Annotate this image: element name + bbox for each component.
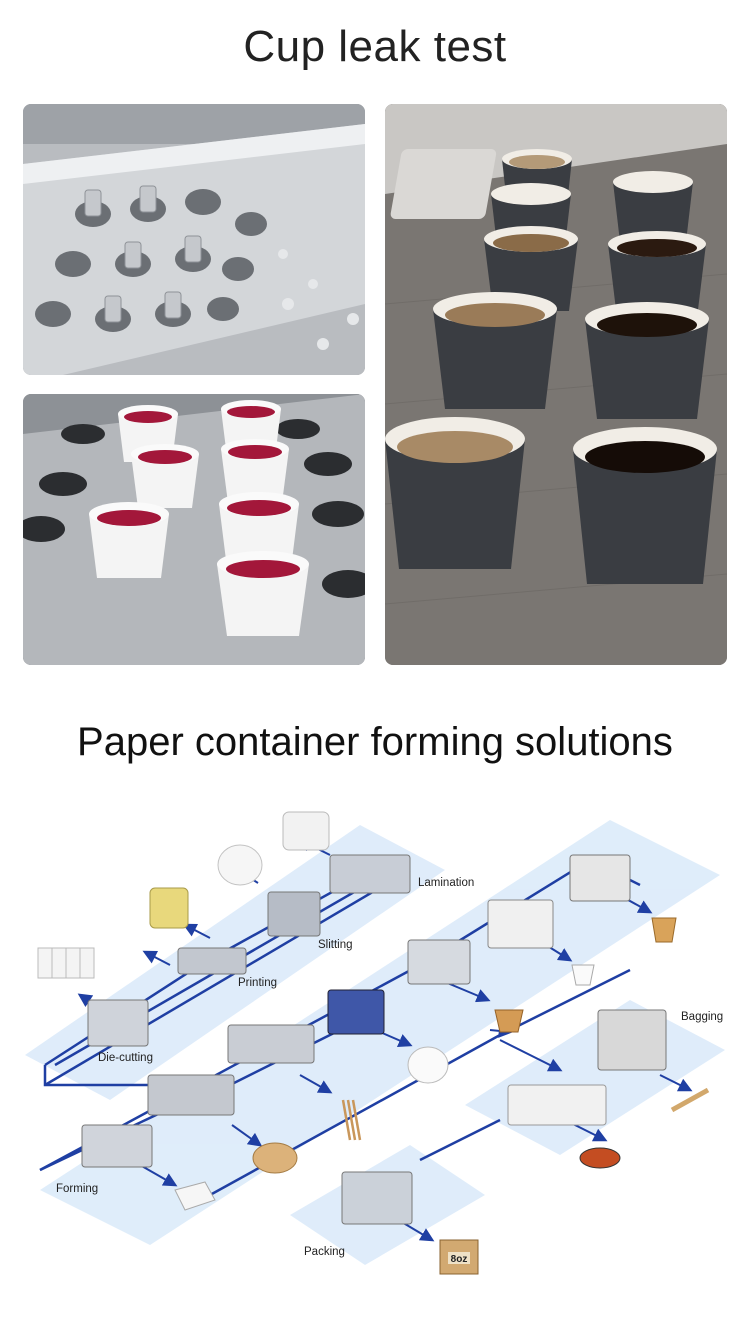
straw-machine-icon (227, 1024, 315, 1064)
packing-machine-icon (341, 1171, 413, 1225)
plate-machine-icon (327, 989, 385, 1035)
cup-machine-1-icon (487, 899, 554, 949)
bagged-straw-icon (670, 1087, 710, 1113)
white-cup-icon (571, 964, 595, 986)
forming-machine-icon (81, 1124, 153, 1168)
die-cutting-machine-icon (87, 999, 149, 1047)
spoon-machine-icon (507, 1084, 607, 1126)
section-title-cup-leak-test: Cup leak test (243, 22, 507, 71)
photo-cups-red-liquid-test (23, 394, 365, 665)
photo-coffee-cups-table (385, 104, 727, 665)
label-slitting: Slitting (318, 939, 353, 951)
slit-roll-icon (217, 844, 263, 886)
label-bagging: Bagging (681, 1011, 723, 1023)
die-cut-blanks-icon (37, 947, 95, 979)
bowl-machine-icon (407, 939, 471, 985)
label-printing: Printing (238, 977, 277, 989)
paper-roll-icon (282, 811, 330, 851)
process-flow-diagram: 8oz Lamination Slitting Printing Die-cut… (25, 811, 725, 1275)
printed-roll-icon (149, 887, 189, 929)
section-title-forming-solutions: Paper container forming solutions (77, 720, 673, 764)
label-die-cutting: Die-cutting (98, 1052, 153, 1064)
cup-machine-2-icon (569, 854, 631, 902)
printing-machine-icon (177, 947, 247, 975)
label-packing: Packing (304, 1246, 345, 1258)
paper-straws-icon (341, 1099, 362, 1141)
paper-lid-icon (252, 1142, 298, 1174)
lid-machine-icon (147, 1074, 235, 1116)
label-forming: Forming (56, 1183, 98, 1195)
slitting-machine-icon (267, 891, 321, 937)
paper-plate-icon (407, 1046, 449, 1084)
food-box-icon (174, 1181, 216, 1211)
process-items: 8oz (37, 811, 710, 1275)
spoons-icon (579, 1147, 621, 1169)
kraft-bowl-icon (494, 1009, 524, 1033)
kraft-cup-icon (651, 917, 677, 943)
shipping-box-icon: 8oz (439, 1239, 479, 1275)
bagging-machine-icon (597, 1009, 667, 1071)
box-size-label: 8oz (451, 1254, 468, 1265)
stage-labels: Lamination Slitting Printing Die-cutting… (56, 877, 723, 1258)
lamination-machine-icon (329, 854, 411, 894)
photo-empty-test-tray (23, 104, 365, 375)
label-lamination: Lamination (418, 877, 474, 889)
